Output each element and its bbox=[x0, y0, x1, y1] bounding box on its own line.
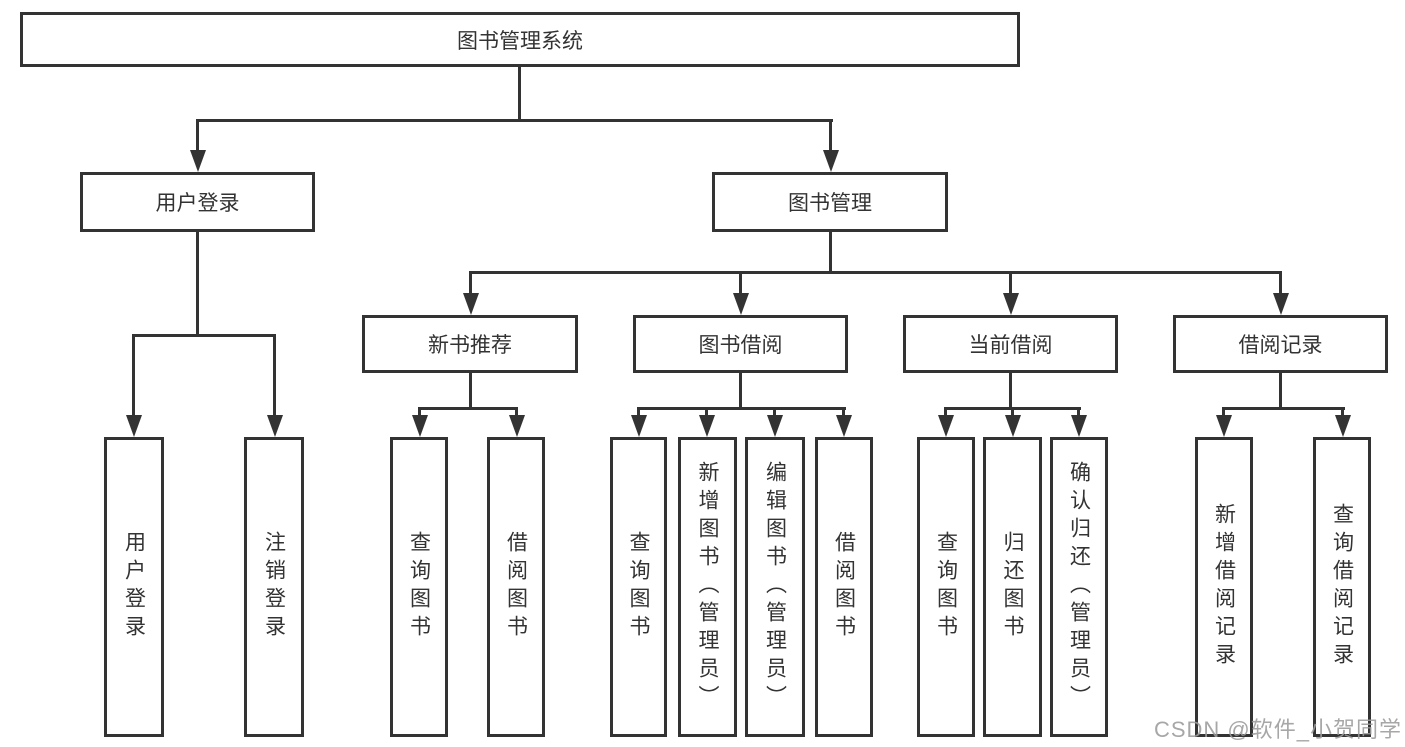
node-root-label: 图书管理系统 bbox=[457, 29, 583, 53]
arrow-newbooks-leaf-1 bbox=[418, 407, 421, 415]
connector-mgmt-stub bbox=[829, 232, 832, 273]
connector-records-horizontal bbox=[1222, 407, 1345, 410]
leaf-label: 编辑图书（管理员） bbox=[763, 461, 787, 713]
node-current-borrow: 当前借阅 bbox=[903, 315, 1118, 373]
arrow-to-user-login bbox=[196, 119, 199, 150]
leaf-user-login-label: 用户登录 bbox=[122, 531, 146, 643]
arrow-records-leaf-2 bbox=[1341, 407, 1344, 415]
leaf-label: 确认归还（管理员） bbox=[1067, 461, 1091, 713]
watermark-text: CSDN @软件_小贺同学 bbox=[1153, 717, 1402, 742]
leaf-bookborrow-query: 查询图书 bbox=[610, 437, 667, 737]
leaf-bookborrow-add: 新增图书（管理员） bbox=[678, 437, 737, 737]
node-root: 图书管理系统 bbox=[20, 12, 1020, 67]
arrow-to-login-leaf bbox=[132, 334, 135, 415]
node-new-books: 新书推荐 bbox=[362, 315, 578, 373]
leaf-label: 新增图书（管理员） bbox=[696, 461, 719, 713]
connector-user-horizontal bbox=[133, 334, 276, 337]
leaf-currentborrow-return: 归还图书 bbox=[983, 437, 1042, 737]
node-borrow-records-label: 借阅记录 bbox=[1238, 334, 1323, 357]
arrow-currentborrow-leaf-1 bbox=[944, 407, 947, 415]
connector-root-horizontal bbox=[196, 119, 833, 122]
node-book-borrow: 图书借阅 bbox=[633, 315, 848, 373]
arrow-bookborrow-leaf-2 bbox=[705, 407, 708, 415]
connector-user-stub bbox=[196, 232, 199, 336]
arrow-currentborrow-leaf-2 bbox=[1011, 407, 1014, 415]
leaf-label: 查询图书 bbox=[407, 531, 431, 643]
connector-newbooks-stub bbox=[469, 373, 472, 409]
leaf-logout: 注销登录 bbox=[244, 437, 304, 737]
arrow-to-current-borrow bbox=[1009, 271, 1012, 293]
leaf-logout-label: 注销登录 bbox=[262, 531, 286, 643]
leaf-records-add: 新增借阅记录 bbox=[1195, 437, 1253, 737]
leaf-label: 查询图书 bbox=[627, 531, 650, 643]
node-book-management-label: 图书管理 bbox=[788, 192, 872, 215]
leaf-currentborrow-query: 查询图书 bbox=[917, 437, 975, 737]
connector-newbooks-horizontal bbox=[418, 407, 518, 410]
node-book-borrow-label: 图书借阅 bbox=[698, 334, 783, 357]
arrow-newbooks-leaf-2 bbox=[515, 407, 518, 415]
arrow-to-book-borrow bbox=[739, 271, 742, 293]
leaf-label: 归还图书 bbox=[1001, 531, 1024, 643]
arrow-to-borrow-records bbox=[1279, 271, 1282, 293]
arrow-bookborrow-leaf-4 bbox=[842, 407, 845, 415]
leaf-label: 查询图书 bbox=[934, 531, 958, 643]
connector-root-stub bbox=[518, 66, 521, 121]
arrow-bookborrow-leaf-1 bbox=[637, 407, 640, 415]
connector-currentborrow-stub bbox=[1009, 373, 1012, 409]
leaf-label: 查询借阅记录 bbox=[1330, 503, 1354, 671]
arrow-to-new-books bbox=[469, 271, 472, 293]
node-user-login-label: 用户登录 bbox=[155, 192, 240, 215]
node-user-login: 用户登录 bbox=[80, 172, 315, 232]
leaf-records-query: 查询借阅记录 bbox=[1313, 437, 1371, 737]
arrow-to-logout-leaf bbox=[273, 334, 276, 415]
node-borrow-records: 借阅记录 bbox=[1173, 315, 1388, 373]
arrow-currentborrow-leaf-3 bbox=[1077, 407, 1080, 415]
node-new-books-label: 新书推荐 bbox=[428, 334, 512, 357]
node-book-management: 图书管理 bbox=[712, 172, 948, 232]
leaf-label: 新增借阅记录 bbox=[1212, 503, 1236, 671]
connector-bookborrow-horizontal bbox=[637, 407, 846, 410]
connector-mgmt-horizontal bbox=[469, 271, 1282, 274]
leaf-user-login: 用户登录 bbox=[104, 437, 164, 737]
leaf-currentborrow-confirm: 确认归还（管理员） bbox=[1050, 437, 1108, 737]
connector-bookborrow-stub bbox=[739, 373, 742, 409]
leaf-bookborrow-edit: 编辑图书（管理员） bbox=[745, 437, 805, 737]
connector-records-stub bbox=[1279, 373, 1282, 409]
arrow-to-book-management bbox=[829, 119, 832, 150]
arrow-bookborrow-leaf-3 bbox=[773, 407, 776, 415]
leaf-newbooks-borrow: 借阅图书 bbox=[487, 437, 545, 737]
leaf-bookborrow-borrow: 借阅图书 bbox=[815, 437, 873, 737]
leaf-newbooks-query: 查询图书 bbox=[390, 437, 448, 737]
node-current-borrow-label: 当前借阅 bbox=[968, 334, 1053, 357]
leaf-label: 借阅图书 bbox=[504, 531, 528, 643]
leaf-label: 借阅图书 bbox=[832, 531, 856, 643]
arrow-records-leaf-1 bbox=[1222, 407, 1225, 415]
